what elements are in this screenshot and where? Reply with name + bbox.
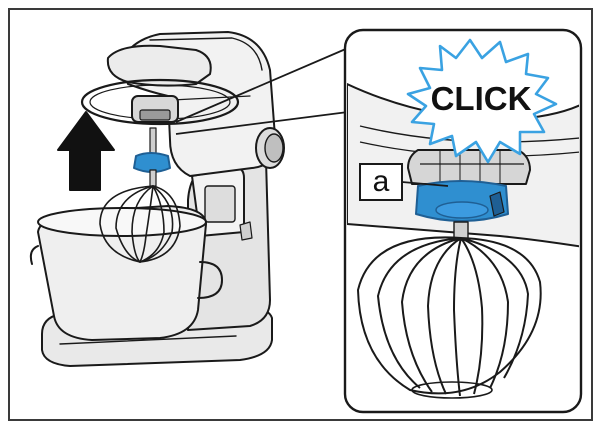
whisk-coupler-small [133,152,171,173]
splash-lid [106,44,212,87]
lift-arrow [57,111,115,191]
click-burst [406,38,558,164]
stand-mixer [29,31,285,367]
lid-ring [80,78,240,126]
click-label: CLICK [431,80,532,117]
label-a-text: a [373,165,390,198]
zoom-leader-lines [175,47,349,135]
detail-whisk [356,236,542,399]
label-a-pointer [401,181,449,187]
detail-drive-hub [407,149,531,185]
label-a-box [359,163,403,201]
whisk-small [99,185,181,263]
